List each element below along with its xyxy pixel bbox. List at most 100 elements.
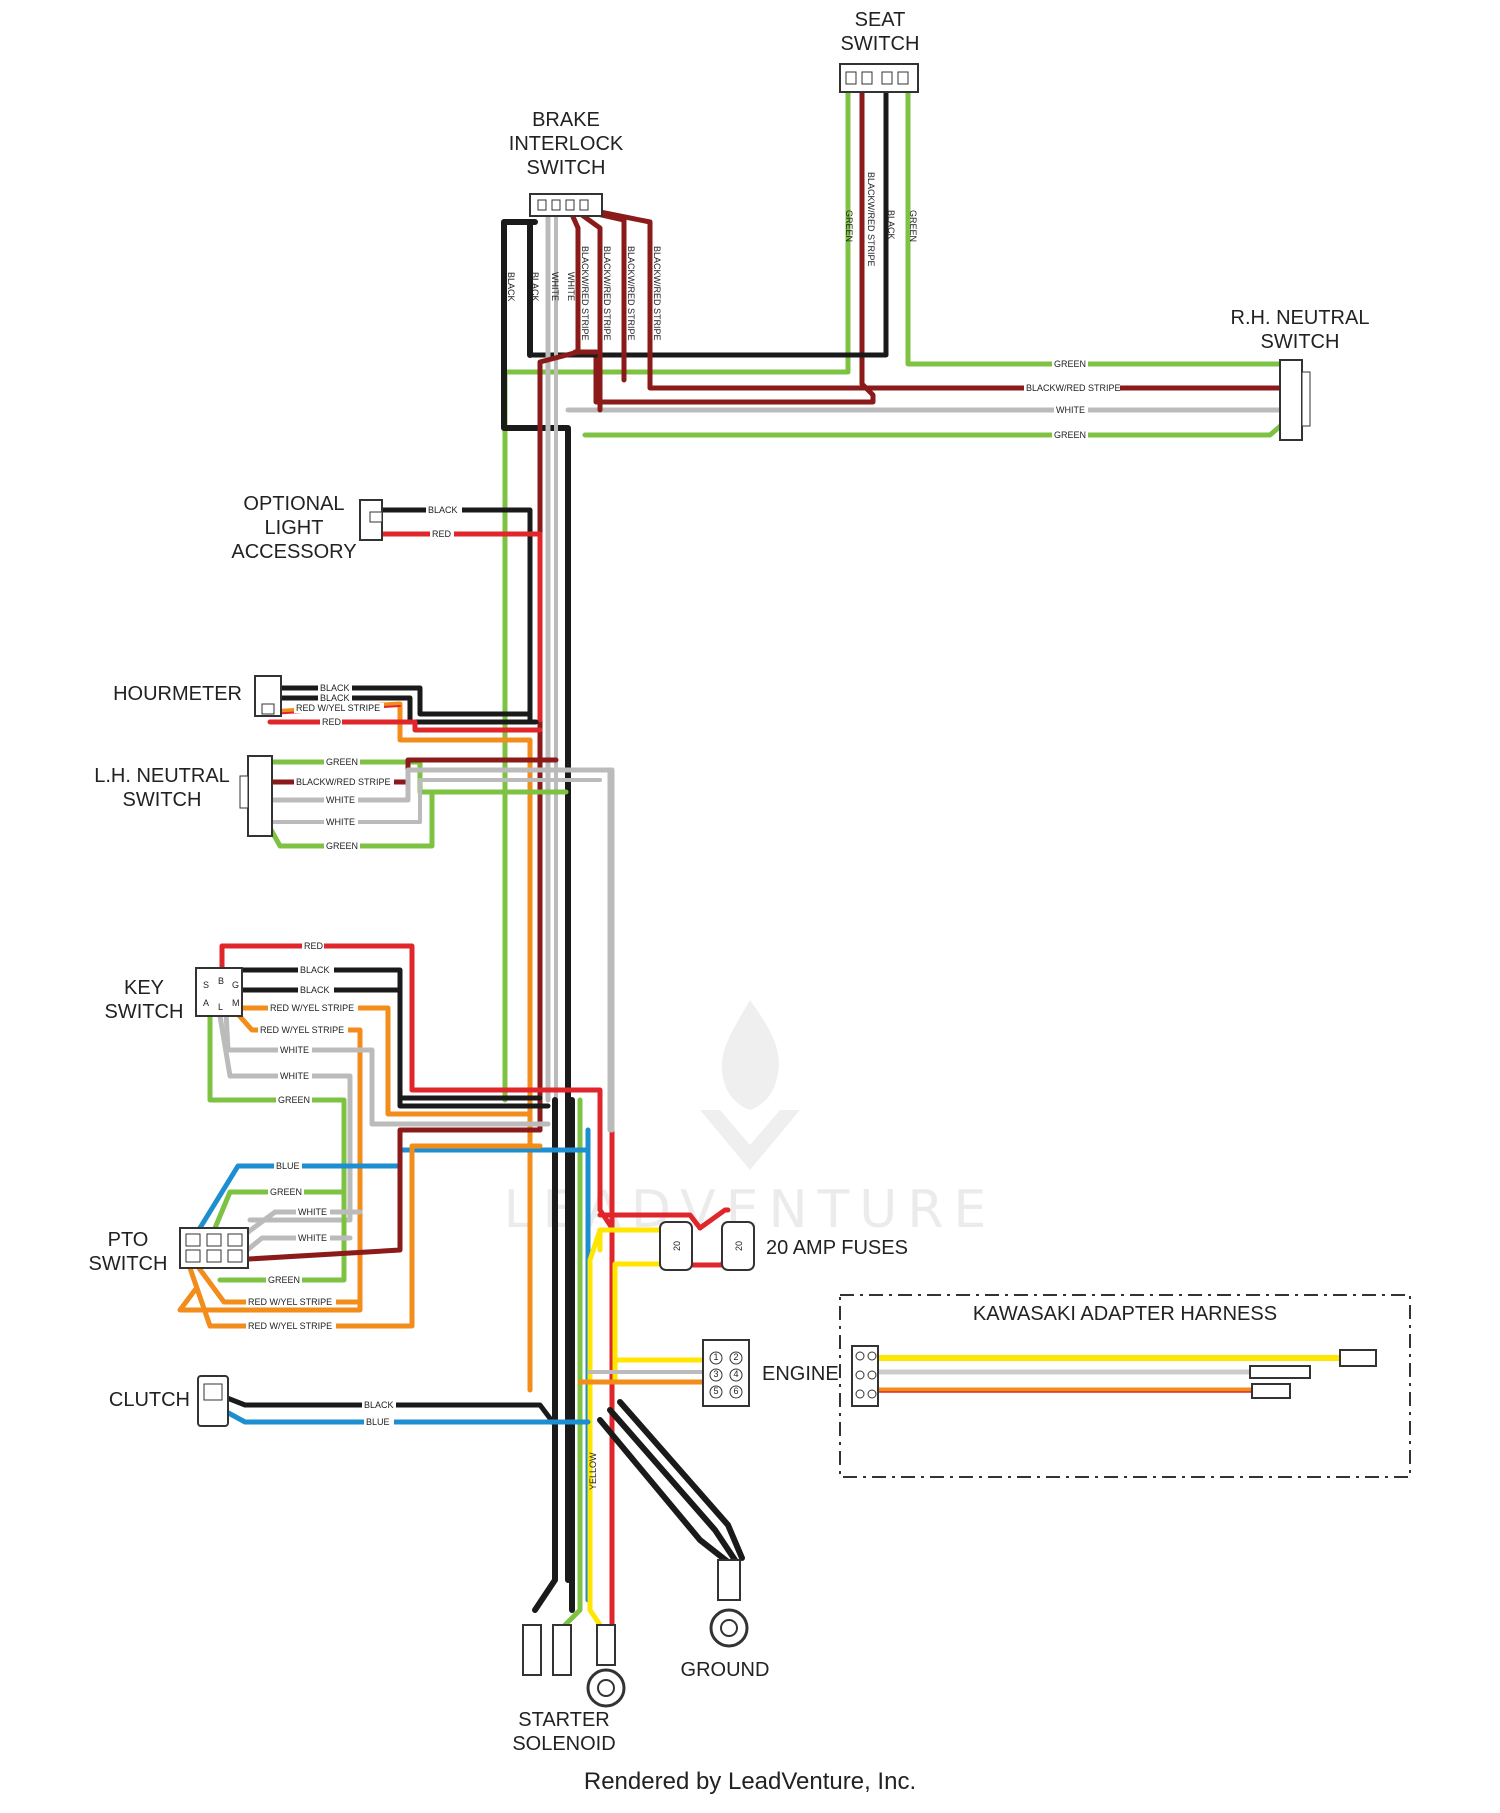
flame-logo-icon: [700, 1000, 800, 1170]
wl-trunk-yellow: YELLOW: [588, 1452, 598, 1490]
clutch-connector[interactable]: [197, 1375, 229, 1427]
rh-neutral-label-1: R.H. NEUTRAL: [1231, 307, 1370, 329]
wire-white-loop: [553, 767, 615, 1133]
wire-pto-redyel-2: [187, 1143, 543, 1329]
wire-group: [177, 85, 1343, 1633]
hourmeter-label: HOURMETER: [113, 683, 242, 705]
wire-ground-black-c: [617, 1399, 745, 1561]
wire-brake-blackred-4: [587, 207, 876, 391]
wire-hour-red: [267, 719, 543, 733]
brake-switch-label-2: INTERLOCK: [509, 133, 624, 155]
starter-label-1: STARTER: [518, 1709, 610, 1731]
kawasaki-box: [839, 1294, 1411, 1478]
seat-switch-label-2: SWITCH: [841, 33, 920, 55]
engine-pin-6: 6: [733, 1386, 738, 1396]
brake-switch-label-3: SWITCH: [527, 157, 606, 179]
wl-seat-black: BLACK: [886, 210, 896, 240]
wire-labels: GREEN BLACKW/RED STRIPE BLACK GREEN BLAC…: [246, 172, 1121, 1490]
wire-ground-black-a: [597, 1417, 731, 1565]
wl-brake-black-2: BLACK: [530, 272, 540, 302]
hourmeter-connector[interactable]: [254, 675, 282, 717]
wl-key-white-1: WHITE: [280, 1045, 309, 1055]
wl-light-black: BLACK: [428, 505, 458, 515]
wl-pto-white-1: WHITE: [298, 1207, 327, 1217]
wl-key-white-2: WHITE: [280, 1071, 309, 1081]
kawasaki-terminal-orange[interactable]: [1251, 1383, 1291, 1399]
engine-connector[interactable]: 1 2 3 4 5 6: [702, 1339, 750, 1407]
wl-rh-blackred: BLACKW/RED STRIPE: [1026, 383, 1121, 393]
key-switch-label-1: KEY: [124, 977, 164, 999]
key-pin-a: A: [203, 998, 209, 1008]
wl-clutch-blue: BLUE: [366, 1417, 390, 1427]
brake-switch-label-1: BRAKE: [532, 109, 600, 131]
wire-trunk-green: [562, 1097, 583, 1628]
wire-light-red: [380, 531, 543, 723]
starter-terminal-1[interactable]: [522, 1624, 542, 1676]
starter-ring-terminal[interactable]: [586, 1624, 626, 1708]
wl-hour-red: RED: [322, 717, 342, 727]
wl-brake-white-2: WHITE: [566, 272, 576, 301]
engine-pin-1: 1: [713, 1352, 718, 1362]
wl-light-red: RED: [432, 529, 452, 539]
key-switch-label-2: SWITCH: [105, 1001, 184, 1023]
brake-switch-connector[interactable]: [529, 193, 603, 217]
wire-seat-green-left: [502, 85, 851, 1103]
wl-key-redyel-1: RED W/YEL STRIPE: [270, 1003, 354, 1013]
starter-terminal-2[interactable]: [552, 1624, 572, 1676]
key-pin-m: M: [232, 998, 240, 1008]
wl-pto-blue: BLUE: [276, 1161, 300, 1171]
wl-lh-white-1: WHITE: [326, 795, 355, 805]
starter-label-2: SOLENOID: [512, 1733, 615, 1755]
wire-ground-black-b: [607, 1407, 738, 1563]
wl-lh-green-2: GREEN: [326, 841, 358, 851]
kawasaki-terminal-white[interactable]: [1249, 1365, 1311, 1379]
engine-pin-3: 3: [713, 1369, 718, 1379]
pto-switch-label-1: PTO: [108, 1229, 149, 1251]
key-pin-g: G: [232, 980, 239, 990]
key-pin-b: B: [218, 976, 224, 986]
fuse-rating-2: 20: [734, 1241, 744, 1251]
wl-pto-redyel-1: RED W/YEL STRIPE: [248, 1297, 332, 1307]
wire-key-red: [219, 943, 615, 1231]
wl-key-black-1: BLACK: [300, 965, 330, 975]
kawasaki-label: KAWASAKI ADAPTER HARNESS: [973, 1303, 1277, 1325]
lh-neutral-label-2: SWITCH: [123, 789, 202, 811]
component-labels: SEAT SWITCH BRAKE INTERLOCK SWITCH R.H. …: [89, 9, 1370, 1755]
wl-brake-white-1: WHITE: [550, 272, 560, 301]
wl-key-red: RED: [304, 941, 324, 951]
fuse-holder[interactable]: 20 20: [659, 1221, 755, 1271]
kawasaki-terminal-yellow[interactable]: [1339, 1349, 1377, 1367]
wl-clutch-black: BLACK: [364, 1400, 394, 1410]
rh-neutral-connector[interactable]: [1279, 359, 1311, 441]
lh-neutral-label-1: L.H. NEUTRAL: [94, 765, 230, 787]
wire-brake-black-2: [527, 219, 538, 358]
wl-seat-green-l: GREEN: [844, 210, 854, 242]
wire-key-green: [207, 1011, 347, 1283]
wire-fuse-red-2: [697, 1207, 731, 1231]
wl-hour-black-1: BLACK: [320, 683, 350, 693]
seat-switch-connector[interactable]: [839, 63, 919, 93]
lh-neutral-connector[interactable]: [239, 755, 273, 837]
rh-neutral-label-2: SWITCH: [1261, 331, 1340, 353]
wire-pto-green: [207, 1189, 347, 1243]
wl-key-green: GREEN: [278, 1095, 310, 1105]
optional-light-label-3: ACCESSORY: [231, 541, 356, 563]
fuses-label: 20 AMP FUSES: [766, 1237, 908, 1259]
wire-rh-green: [582, 419, 1288, 438]
pto-switch-connector[interactable]: [179, 1227, 249, 1269]
wire-seat-green-right: [905, 85, 1285, 367]
kawasaki-connector[interactable]: [851, 1345, 879, 1407]
wire-fuse-yellow-2: [612, 1261, 668, 1383]
wl-key-redyel-2: RED W/YEL STRIPE: [260, 1025, 344, 1035]
ground-ring-terminal[interactable]: [709, 1559, 749, 1648]
engine-label: ENGINE: [762, 1363, 839, 1385]
wl-rh-white: WHITE: [1056, 405, 1085, 415]
key-switch-connector[interactable]: S B G A L M: [195, 967, 243, 1017]
optional-light-connector[interactable]: [359, 499, 383, 541]
wire-lh-green-2: [267, 789, 569, 849]
wire-key-white-2: [217, 1013, 353, 1223]
wl-lh-green-1: GREEN: [326, 757, 358, 767]
footer-credit: Rendered by LeadVenture, Inc.: [583, 1768, 917, 1795]
wl-brake-black-1: BLACK: [506, 272, 516, 302]
